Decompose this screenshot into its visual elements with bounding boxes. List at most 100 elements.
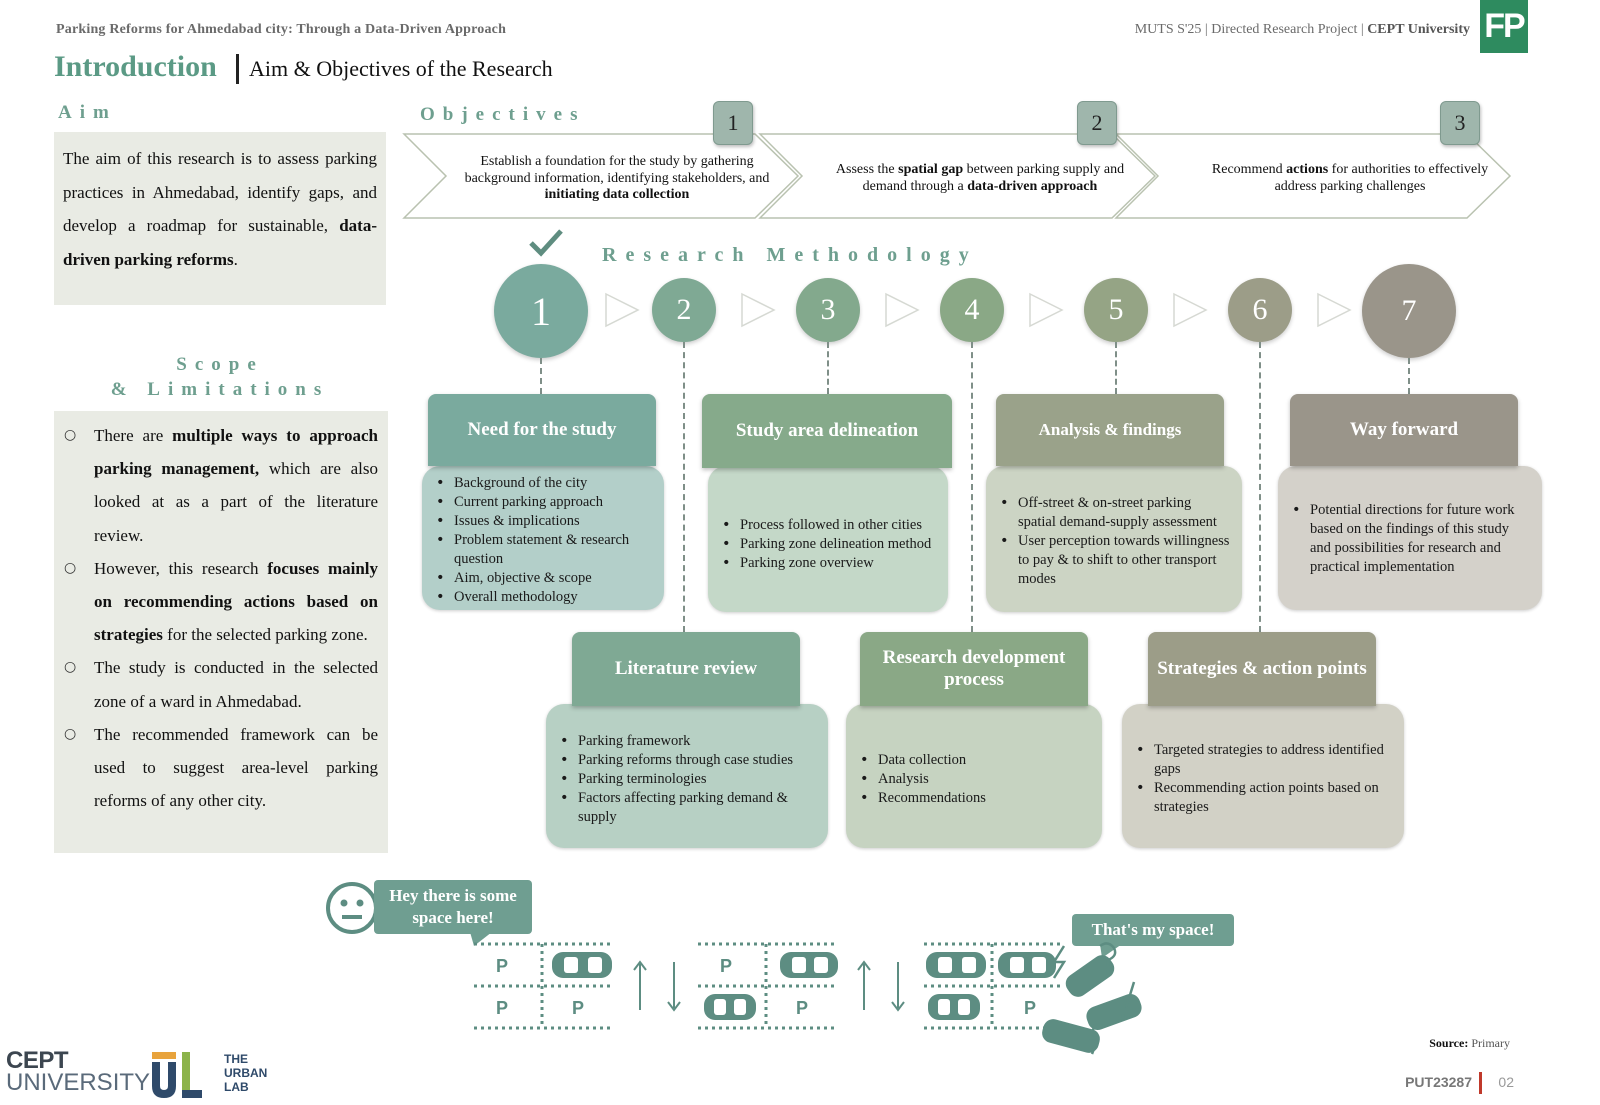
arrow-right-icon — [1029, 292, 1064, 328]
scope-item: ○ However, this research focuses mainly o… — [64, 552, 378, 652]
step-circle-3: 3 — [796, 278, 860, 342]
objective-text-part: for authorities to effectively address p… — [1274, 162, 1489, 194]
page-subtitle: Aim & Objectives of the Research — [249, 56, 553, 81]
card-need-for-study-body: Background of the city Current parking a… — [422, 466, 664, 610]
objective-text: Recommend actions for authorities to eff… — [1210, 162, 1490, 195]
scope-item-text: The recommended framework can be used to… — [94, 724, 378, 811]
list-item: Parking terminologies — [560, 770, 816, 789]
urban-lab-line: LAB — [224, 1080, 249, 1094]
page-divider — [1479, 1072, 1482, 1094]
project-title: Parking Reforms for Ahmedabad city: Thro… — [56, 22, 507, 37]
cept-logo-line2: UNIVERSITY — [6, 1069, 151, 1096]
course-info: MUTS S'25 | Directed Research Project | … — [1135, 22, 1470, 38]
card-literature-title: Literature review — [572, 632, 800, 706]
list-item: Process followed in other cities — [722, 516, 936, 535]
list-item: Current parking approach — [436, 493, 652, 512]
list-item: Aim, objective & scope — [436, 569, 652, 588]
urban-lab-line: URBAN — [224, 1066, 268, 1080]
scope-item-bold: focuses mainly on recommending actions b… — [94, 558, 378, 645]
card-literature-body: Parking framework Parking reforms throug… — [546, 704, 828, 848]
cept-logo-line1: CEPT — [6, 1047, 69, 1074]
arrow-right-icon — [1317, 292, 1352, 328]
arrow-right-icon — [605, 292, 640, 328]
card-strategies-title: Strategies & action points — [1148, 632, 1376, 706]
objective-text-part: between parking supply and demand throug… — [862, 162, 1125, 194]
source-label: Source: — [1429, 1036, 1469, 1050]
objective-text-part: Recommend — [1211, 162, 1287, 177]
parking-p-label: P — [720, 956, 732, 976]
list-item: Factors affecting parking demand & suppl… — [560, 789, 816, 827]
objectives-chevrons — [402, 133, 1512, 219]
parking-p-label: P — [796, 998, 808, 1018]
bullet-circle-icon: ○ — [64, 559, 77, 576]
objective-text-bold: spatial gap — [898, 162, 964, 177]
step-circle-4: 4 — [940, 278, 1004, 342]
parking-p-label: P — [496, 956, 508, 976]
list-item: Issues & implications — [436, 512, 652, 531]
card-analysis-title: Analysis & findings — [996, 394, 1224, 466]
cept-university-logo: CEPT UNIVERSITY — [6, 1047, 151, 1096]
page-number: 02 — [1498, 1074, 1514, 1090]
list-item: Analysis — [860, 770, 1090, 789]
page-code: PUT23287 — [1405, 1074, 1472, 1090]
scope-item: ○The study is conducted in the selected … — [64, 651, 378, 717]
scope-label-line2: & Limitations — [110, 379, 330, 400]
scope-item-text-end: which are also looked at as a part of th… — [94, 459, 378, 545]
objective-number: 3 — [1440, 101, 1480, 145]
source-note: Source: Primary — [1429, 1036, 1510, 1051]
course-info-text: MUTS S'25 | Directed Research Project | — [1134, 22, 1368, 37]
list-item: Background of the city — [436, 474, 652, 493]
scope-item: ○There are multiple ways to approach par… — [64, 419, 378, 552]
step-circle-7: 7 — [1362, 264, 1456, 358]
arrow-right-icon — [885, 292, 920, 328]
connector-line — [971, 342, 973, 632]
objective-text-bold: data-driven approach — [967, 178, 1098, 194]
list-item: Data collection — [860, 751, 1090, 770]
connector-line — [540, 358, 542, 394]
card-need-for-study-title: Need for the study — [428, 394, 656, 466]
speech-bubble-left: Hey there is some space here! — [374, 880, 532, 934]
card-study-area-body: Process followed in other cities Parking… — [708, 466, 948, 612]
list-item: Parking reforms through case studies — [560, 751, 816, 770]
list-item: Parking framework — [560, 732, 816, 751]
scope-item-text: The study is conducted in the selected z… — [94, 658, 378, 711]
parking-lots-illustration: P P P P P P — [474, 942, 1142, 1055]
aim-box: The aim of this research is to assess pa… — [54, 132, 386, 305]
methodology-label: Research Methodology — [602, 244, 978, 266]
card-way-forward-title: Way forward — [1290, 394, 1518, 466]
list-item: Overall methodology — [436, 588, 652, 607]
list-item: Problem statement & research question — [436, 531, 652, 569]
list-item: Recommending action points based on stra… — [1136, 779, 1392, 817]
step-circle-5: 5 — [1084, 278, 1148, 342]
scope-label-line1: Scope — [176, 354, 264, 375]
scope-item-text: However, this research — [94, 558, 268, 578]
card-research-dev-title: Research development process — [860, 632, 1088, 706]
bullet-circle-icon: ○ — [64, 725, 77, 742]
neutral-face-icon — [326, 882, 378, 934]
university-name: CEPT University — [1367, 22, 1470, 37]
arrow-right-icon — [741, 292, 776, 328]
urban-lab-logo-icon — [152, 1052, 202, 1098]
title-divider — [236, 54, 239, 84]
list-item: Parking zone delineation method — [722, 535, 936, 554]
speech-bubble-right: That's my space! — [1072, 914, 1234, 946]
aim-text-end: . — [233, 249, 238, 269]
objective-chevron-1 — [402, 133, 800, 219]
urban-lab-text: THE URBAN LAB — [224, 1052, 267, 1094]
bullet-circle-icon: ○ — [64, 427, 77, 443]
fp-logo: FP — [1480, 0, 1528, 53]
parking-p-label: P — [572, 998, 584, 1018]
objective-text-part: Establish a foundation for the study by … — [464, 154, 770, 186]
card-analysis-body: Off-street & on-street parking spatial d… — [986, 466, 1242, 612]
page-title: Introduction — [54, 50, 217, 83]
step-circle-2: 2 — [652, 278, 716, 342]
scope-item-text-end: for the selected parking zone. — [162, 625, 368, 645]
scope-item-bold: multiple ways to approach parking manage… — [94, 426, 378, 479]
objective-text-part: Assess the — [835, 162, 899, 177]
scope-label: Scope & Limitations — [54, 352, 386, 402]
objective-text: Assess the spatial gap between parking s… — [826, 162, 1134, 195]
urban-lab-line: THE — [224, 1052, 248, 1066]
step-circle-1: 1 — [494, 264, 588, 358]
list-item: Recommendations — [860, 789, 1090, 808]
list-item: Targeted strategies to address identifie… — [1136, 741, 1392, 779]
